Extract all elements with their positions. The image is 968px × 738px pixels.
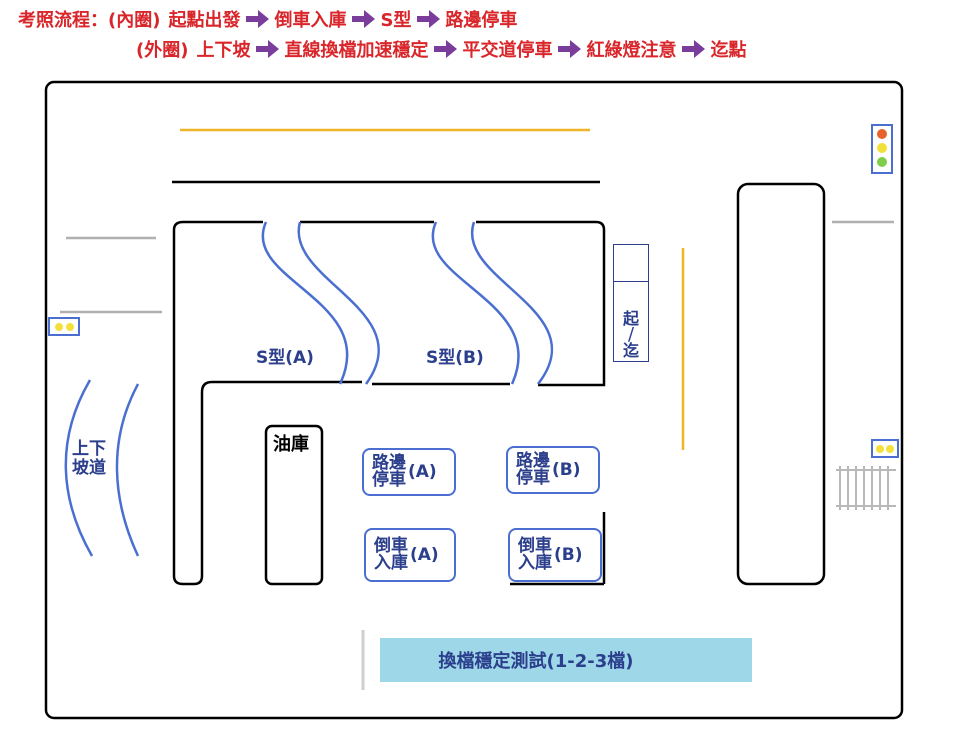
right-arrow-icon: [352, 10, 376, 28]
traffic-light-icon: [48, 317, 80, 336]
station-suffix: (B): [552, 460, 581, 480]
railroad-crossing-icon: [836, 466, 896, 510]
flow-step-traffic-light: 紅綠燈注意: [586, 40, 677, 61]
s-curve-a-label: S型(A): [256, 348, 314, 368]
gear-shift-test-label: 換檔穩定測試(1-2-3檔): [438, 651, 634, 672]
flow-step-start: 起點出發: [168, 10, 241, 31]
flow-step-gear-shift: 直線換檔加速穩定: [284, 40, 429, 61]
right-arrow-icon: [558, 40, 582, 58]
slope-label-line1: 上下: [72, 439, 106, 459]
reverse-parking-b: 倒車入庫 (B): [508, 528, 602, 582]
start-end-label: 起 / 迄: [619, 310, 643, 360]
right-arrow-icon: [256, 40, 280, 58]
inner-island-right: [538, 220, 606, 387]
station-line2: 入庫: [374, 553, 408, 573]
right-arrow-icon: [246, 10, 270, 28]
garage-label: 油庫: [273, 434, 309, 455]
station-line2: 停車: [516, 468, 550, 488]
flow-prefix-inner: 考照流程：(內圈): [18, 10, 161, 31]
flow-step-rail-crossing: 平交道停車: [462, 40, 553, 61]
right-arrow-icon: [434, 40, 458, 58]
start-label: 起: [622, 309, 639, 328]
station-line2: 入庫: [518, 553, 552, 573]
station-suffix: (A): [408, 462, 437, 482]
parallel-parking-b: 路邊停車 (B): [506, 446, 600, 494]
slope-curve-left: [64, 379, 94, 557]
traffic-light-icon: [871, 439, 899, 458]
s-curve-a-inner: [297, 221, 380, 385]
s-curve-a-outer: [261, 221, 349, 385]
slope-curve-right: [115, 383, 140, 557]
flow-line-outer: (外圈) 上下坡 直線換檔加速穩定 平交道停車 紅綠燈注意 迄點: [136, 36, 746, 62]
traffic-light-icon: [871, 124, 893, 174]
s-curve-b-label: S型(B): [426, 348, 484, 368]
flow-step-s-curve: S型: [380, 10, 412, 31]
garage-outline: [264, 424, 324, 586]
station-suffix: (B): [554, 545, 583, 565]
end-label: 迄: [622, 341, 639, 360]
s-curve-b-outer: [431, 221, 520, 385]
right-island: [736, 182, 826, 586]
right-arrow-icon: [682, 40, 706, 58]
start-end-marker: [613, 244, 649, 362]
course-boundary: [44, 80, 904, 720]
station-suffix: (A): [410, 545, 439, 565]
flow-step-parallel-parking: 路邊停車: [445, 10, 518, 31]
parallel-parking-a: 路邊停車 (A): [362, 448, 456, 496]
gear-shift-test-zone: 換檔穩定測試(1-2-3檔): [380, 638, 752, 682]
station-line2: 停車: [372, 470, 406, 490]
station-line1: 路邊: [516, 451, 550, 471]
slope-label-line2: 坡道: [72, 458, 106, 478]
station-line1: 路邊: [372, 453, 406, 473]
flow-step-slope: 上下坡: [196, 40, 251, 61]
flow-prefix-outer: (外圈): [136, 40, 189, 61]
flow-step-end: 迄點: [710, 40, 747, 61]
reverse-parking-a: 倒車入庫 (A): [364, 528, 456, 582]
start-end-slash: /: [627, 324, 635, 345]
s-curve-b-inner: [470, 221, 554, 385]
flow-step-reverse-parking: 倒車入庫: [274, 10, 347, 31]
flow-line-inner: 考照流程：(內圈) 起點出發 倒車入庫 S型 路邊停車: [18, 6, 517, 32]
station-line1: 倒車: [374, 536, 408, 556]
right-arrow-icon: [417, 10, 441, 28]
inner-island-left: [172, 220, 362, 586]
station-line1: 倒車: [518, 536, 552, 556]
